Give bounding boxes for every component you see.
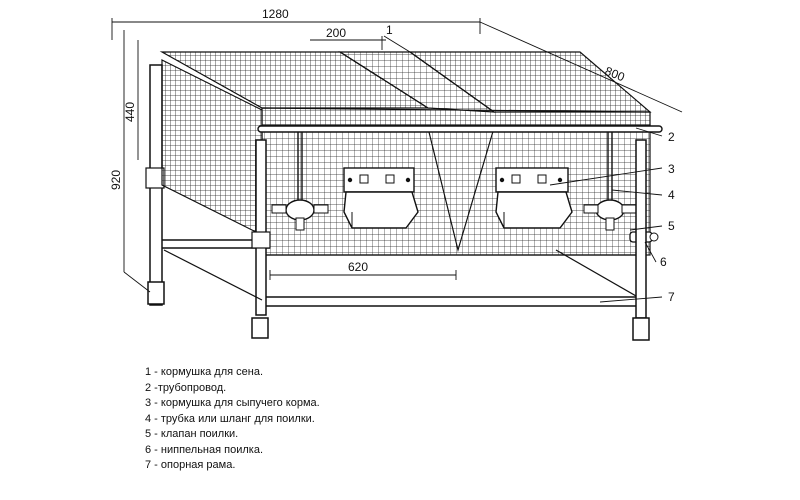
legend-item: 2 -трубопровод.: [145, 381, 227, 394]
dimension-lines: [111, 18, 683, 293]
legend-item: 3 - кормушка для сыпучего корма.: [145, 397, 320, 409]
legend-item: 1 - кормушка для сена.: [145, 366, 264, 378]
rabbit-cage-drawing: 1280 800 200 440 920 620 1 2 3 4 5 6 7: [109, 7, 683, 341]
legend: 1 - кормушка для сена. 2 -трубопровод. 3…: [145, 365, 320, 474]
back-left-post-clamp: [145, 167, 165, 189]
legend-item: 6 - ниппельная поилка.: [145, 443, 263, 456]
dry-feeder-right: [495, 167, 573, 229]
dry-feeder-left: [343, 167, 419, 229]
callout-leaders: [381, 36, 663, 303]
callout-5: 5: [668, 219, 675, 233]
dimension-hay-feeder-width: 200: [326, 26, 346, 40]
drinker-right: [583, 132, 637, 231]
callout-7: 7: [668, 290, 675, 304]
pipeline: [257, 125, 663, 133]
legend-item: 5 - клапан поилки.: [145, 428, 239, 440]
front-top-band: [261, 107, 651, 129]
front-left-foot: [251, 317, 269, 339]
legend-item: 4 - трубка или шланг для поилки.: [145, 412, 315, 425]
dimension-total-width: 1280: [262, 7, 289, 21]
callout-6: 6: [660, 255, 667, 269]
front-left-post: [255, 139, 267, 316]
dimension-total-height: 920: [109, 170, 123, 190]
front-mesh: [261, 124, 651, 256]
dimension-feeder-spacing: 620: [348, 260, 368, 274]
legend-item: 7 - опорная рама.: [145, 459, 236, 471]
callout-3: 3: [668, 162, 675, 176]
callout-2: 2: [668, 130, 675, 144]
back-left-foot: [147, 281, 165, 305]
front-right-foot: [632, 317, 650, 341]
drinker-left: [271, 132, 329, 231]
dimension-height-upper: 440: [123, 102, 137, 122]
callout-1: 1: [386, 23, 393, 37]
callout-4: 4: [668, 188, 675, 202]
